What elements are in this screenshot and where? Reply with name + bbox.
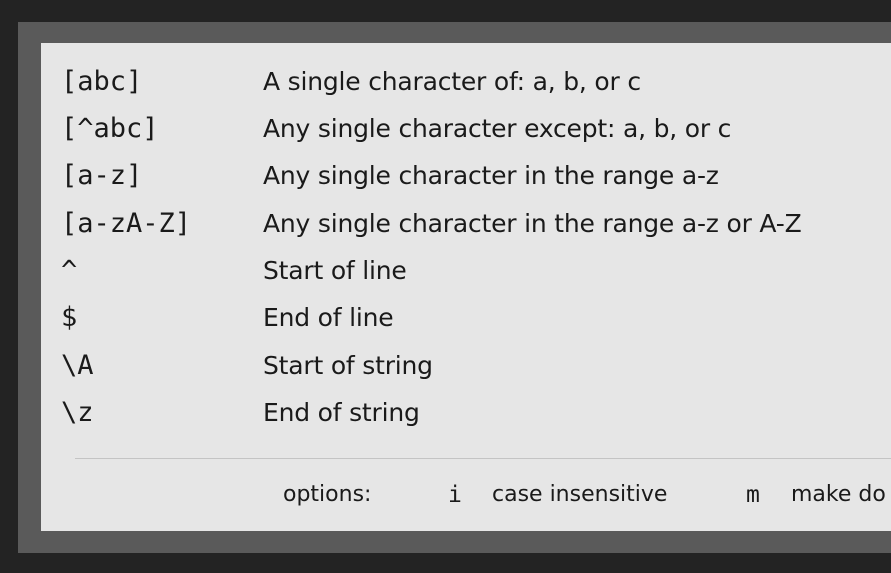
- regex-pattern: [a-zA-Z]: [61, 208, 192, 239]
- options-bar: options: i case insensitive m make do: [41, 477, 891, 513]
- regex-pattern: $: [61, 302, 78, 333]
- pattern-description: Any single character in the range a-z or…: [263, 209, 802, 238]
- reference-row: [a-z] Any single character in the range …: [41, 156, 891, 196]
- regex-pattern: ^: [61, 255, 78, 286]
- regex-pattern: [abc]: [61, 66, 143, 97]
- regex-pattern: \z: [61, 397, 94, 428]
- pattern-description: Start of string: [263, 351, 433, 380]
- regex-reference-panel: [abc] A single character of: a, b, or c …: [41, 43, 891, 531]
- reference-row: [^abc] Any single character except: a, b…: [41, 109, 891, 149]
- options-label: options:: [283, 482, 372, 507]
- option-description: case insensitive: [492, 482, 668, 507]
- regex-pattern: \A: [61, 350, 94, 381]
- divider: [75, 458, 891, 459]
- option-key: i: [448, 482, 462, 508]
- reference-row: [abc] A single character of: a, b, or c: [41, 62, 891, 102]
- reference-row: $ End of line: [41, 298, 891, 338]
- reference-row: [a-zA-Z] Any single character in the ran…: [41, 204, 891, 244]
- regex-pattern: [^abc]: [61, 113, 159, 144]
- pattern-description: Start of line: [263, 256, 407, 285]
- pattern-description: End of string: [263, 398, 420, 427]
- reference-row: \A Start of string: [41, 346, 891, 386]
- pattern-description: A single character of: a, b, or c: [263, 67, 641, 96]
- pattern-description: End of line: [263, 303, 394, 332]
- pattern-description: Any single character except: a, b, or c: [263, 114, 732, 143]
- reference-row: \z End of string: [41, 393, 891, 433]
- pattern-description: Any single character in the range a-z: [263, 161, 719, 190]
- reference-row: ^ Start of line: [41, 251, 891, 291]
- option-description: make do: [791, 482, 886, 507]
- regex-pattern: [a-z]: [61, 160, 143, 191]
- option-key: m: [746, 482, 760, 508]
